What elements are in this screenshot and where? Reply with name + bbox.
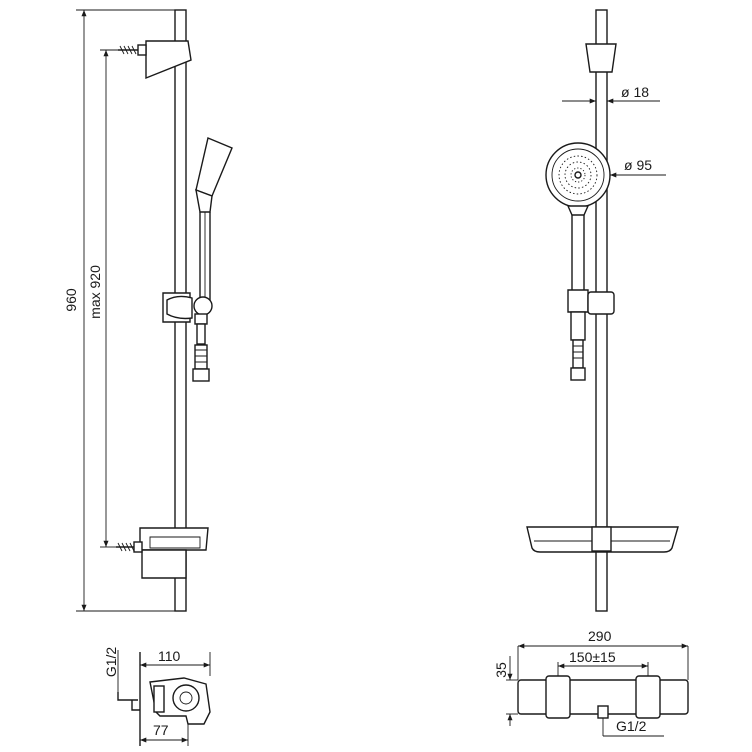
dim-150-label: 150±15 <box>569 649 616 665</box>
dim-g12-side-label: G1/2 <box>103 647 119 678</box>
front-soap-dish <box>526 526 679 553</box>
front-view: ø 18 ø 95 <box>526 9 679 612</box>
side-bottom-bracket <box>116 527 209 579</box>
dim-overall-height: 960 <box>63 9 175 612</box>
dim-110-label: 110 <box>158 648 181 664</box>
side-hose-connector <box>192 344 210 382</box>
dim-rail-diameter: ø 18 <box>562 84 660 104</box>
front-shower-head <box>545 142 611 208</box>
side-hand-shower <box>195 137 233 305</box>
front-hose-connector <box>570 339 586 381</box>
dim-35-label: 35 <box>493 662 509 678</box>
front-top-bracket <box>585 43 617 73</box>
mixer-front-view: 290 150±15 35 G1/2 <box>493 628 689 737</box>
side-slider <box>162 292 213 345</box>
mixer-side-view: 110 77 G1/2 <box>103 647 211 746</box>
dim-o95-label: ø 95 <box>624 157 652 173</box>
dim-960-label: 960 <box>63 288 79 312</box>
front-slider <box>567 289 615 341</box>
dim-77-label: 77 <box>153 722 169 738</box>
dim-g12-front-label: G1/2 <box>616 718 647 734</box>
dim-290-label: 290 <box>588 628 612 644</box>
side-top-bracket <box>118 40 192 80</box>
dim-head-diameter: ø 95 <box>610 157 666 178</box>
dim-max-spacing: max 920 <box>87 49 118 548</box>
dim-o18-label: ø 18 <box>621 84 649 100</box>
dim-max920-label: max 920 <box>87 265 103 319</box>
side-view: 960 max 920 <box>63 9 233 612</box>
front-handle <box>566 205 590 290</box>
